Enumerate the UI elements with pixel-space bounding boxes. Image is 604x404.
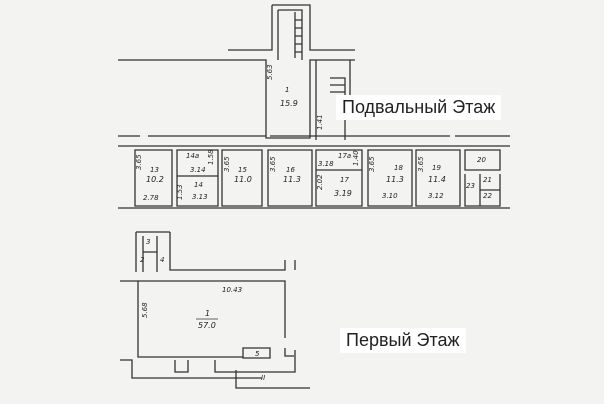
main-room-width: 10.43 <box>222 286 242 294</box>
room-23-number: 23 <box>466 182 475 190</box>
room-18-number: 18 <box>394 164 403 172</box>
room-14a-dim: 1.58 <box>207 149 215 165</box>
room-19-number: 19 <box>432 164 441 172</box>
room-18-dim2: 3.10 <box>382 192 398 200</box>
room-14a-number: 14а <box>186 152 199 160</box>
basement-floor-label: Подвальный Этаж <box>336 95 502 120</box>
room-19-area: 11.4 <box>428 175 446 184</box>
room-17a-area: 3.18 <box>318 160 334 168</box>
room-15-number: 15 <box>238 166 247 174</box>
first-small-room-5: 5 <box>255 350 260 358</box>
room-18-dim1: 3.65 <box>368 156 376 172</box>
stair-room-small: 1.41 <box>316 114 324 130</box>
room-17-area: 3.19 <box>334 189 352 198</box>
room-19-dim2: 3.12 <box>428 192 444 200</box>
room-13-dim1: 3.65 <box>135 154 143 170</box>
room-15-dim: 3.65 <box>223 156 231 172</box>
room-20-number: 20 <box>477 156 486 164</box>
room-19-dim1: 3.65 <box>417 156 425 172</box>
room-17a-number: 17а <box>338 152 351 160</box>
main-room-area: 57.0 <box>198 321 216 330</box>
main-room-number: 1 <box>205 309 210 318</box>
room-14a-area: 3.14 <box>190 166 206 174</box>
main-room-depth: 5.68 <box>141 302 149 318</box>
first-small-room-4: 4 <box>160 256 164 264</box>
room-13-area: 10.2 <box>146 175 164 184</box>
stair-room-number: 1 <box>285 86 289 94</box>
stair-room-dim: 5.63 <box>266 64 274 80</box>
stair-room-area: 15.9 <box>280 99 298 108</box>
room-13-dim2: 2.78 <box>143 194 159 202</box>
first-floor-label: Первый Этаж <box>340 328 466 353</box>
room-14-number: 14 <box>194 181 203 189</box>
room-21-number: 21 <box>483 176 492 184</box>
first-small-room-II: II <box>261 374 265 382</box>
room-18-area: 11.3 <box>386 175 404 184</box>
room-17-number: 17 <box>340 176 349 184</box>
room-14-dim: 1.53 <box>176 184 184 200</box>
room-13-number: 13 <box>150 166 159 174</box>
first-small-room-3: 3 <box>146 238 150 246</box>
first-floor-plan: 3 2 4 10.43 5.68 1 57.0 5 II <box>120 231 310 389</box>
basement-corridor <box>118 135 510 209</box>
room-22-number: 22 <box>483 192 492 200</box>
room-14-area: 3.13 <box>192 193 208 201</box>
room-16-area: 11.3 <box>283 175 301 184</box>
room-16-dim: 3.65 <box>269 156 277 172</box>
room-15-area: 11.0 <box>234 175 252 184</box>
basement-room-labels: 13 10.2 3.65 2.78 14а 3.14 1.58 14 3.13 … <box>135 149 492 202</box>
room-17a-dim: 1.40 <box>352 150 360 166</box>
first-small-room-2: 2 <box>140 256 145 264</box>
room-16-number: 16 <box>286 166 295 174</box>
room-17-dim: 2.02 <box>316 174 324 190</box>
basement-stair-shaft: 1 15.9 5.63 1.41 <box>118 4 355 140</box>
